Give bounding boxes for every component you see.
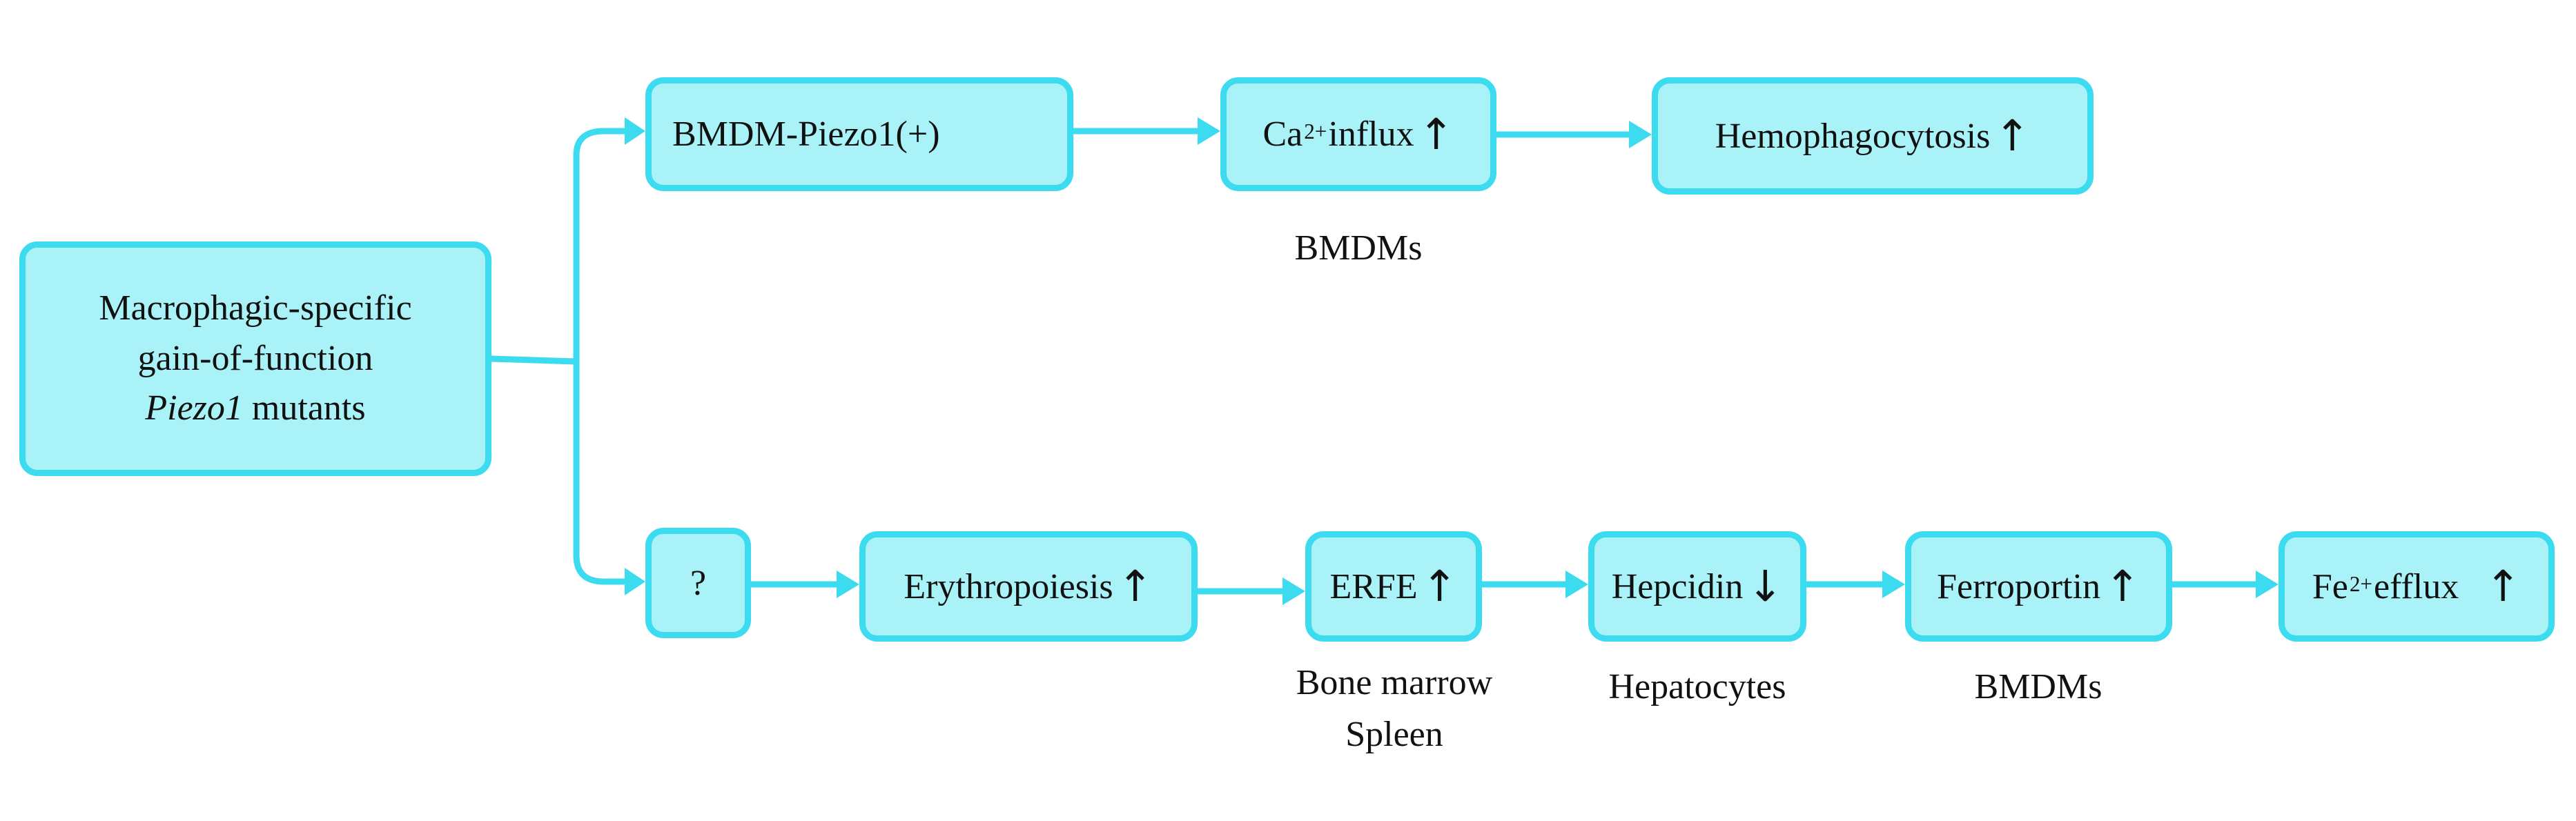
caption-bone-marrow: Bone marrow	[1296, 663, 1493, 702]
node-ferroportin: Ferroportin↑	[1905, 531, 2172, 642]
node-erythropoiesis: Erythropoiesis↑	[859, 531, 1198, 642]
arrowhead-ferroportin	[1882, 571, 1905, 598]
node-bmdm-piezo1: BMDM-Piezo1(+)	[645, 77, 1073, 191]
caption-calcium-bmdms: BMDMs	[1294, 228, 1423, 268]
hepcidin-label: Hepcidin	[1611, 566, 1744, 606]
branch-lower	[573, 358, 628, 585]
arrowhead-unknown	[625, 568, 645, 595]
erfe-label: ERFE	[1329, 566, 1418, 606]
branch-upper	[573, 128, 628, 365]
caption-hepatocytes: Hepatocytes	[1608, 667, 1786, 706]
source-line-3: Piezo1 mutants	[145, 384, 365, 434]
up-arrow-icon: ↑	[1418, 108, 1454, 159]
down-arrow-icon: ↓	[1747, 561, 1784, 611]
calcium-symbol: Ca	[1262, 115, 1303, 154]
node-erfe: ERFE↑	[1305, 531, 1482, 642]
source-box-piezo1-mutants: Macrophagic-specific gain-of-function Pi…	[19, 241, 491, 476]
arrowhead-erythropoiesis	[837, 571, 859, 598]
erythropoiesis-label: Erythropoiesis	[904, 566, 1113, 606]
arrowhead-bmdm	[625, 117, 645, 145]
calcium-influx-label: influx	[1328, 115, 1414, 154]
node-hemophagocytosis: Hemophagocytosis↑	[1652, 77, 2094, 195]
hemophagocytosis-label: Hemophagocytosis	[1715, 116, 1991, 156]
up-arrow-icon: ↑	[2104, 561, 2140, 611]
node-hepcidin: Hepcidin↓	[1588, 531, 1806, 642]
unknown-mediator-label: ?	[690, 563, 707, 603]
arrowhead-hepcidin	[1565, 571, 1588, 598]
iron-efflux-label: efflux	[2374, 566, 2459, 606]
source-line-1: Macrophagic-specific	[99, 288, 412, 328]
source-line-3-rest: mutants	[242, 388, 366, 428]
arrowhead-iron	[2256, 571, 2279, 598]
piezo1-gene-italic: Piezo1	[145, 388, 243, 428]
caption-ferroportin-bmdms: BMDMs	[1974, 667, 2102, 706]
caption-erfe-tissues: Bone marrow Spleen	[1229, 657, 1560, 761]
ferroportin-label: Ferroportin	[1937, 566, 2100, 606]
up-arrow-icon: ↑	[1421, 561, 1458, 611]
arrowhead-calcium	[1198, 117, 1220, 145]
arrowhead-hemophagocytosis	[1629, 121, 1652, 148]
node-bmdm-piezo1-label: BMDM-Piezo1(+)	[672, 115, 940, 154]
arrowhead-erfe	[1282, 577, 1305, 605]
up-arrow-icon: ↑	[2485, 561, 2521, 611]
source-line-2: gain-of-function	[137, 338, 373, 378]
caption-spleen: Spleen	[1345, 715, 1443, 755]
branch-trunk	[488, 355, 580, 365]
node-unknown-mediator: ?	[645, 528, 751, 638]
iron-symbol: Fe	[2312, 566, 2348, 606]
up-arrow-icon: ↑	[1117, 561, 1153, 611]
up-arrow-icon: ↑	[1994, 110, 2031, 161]
